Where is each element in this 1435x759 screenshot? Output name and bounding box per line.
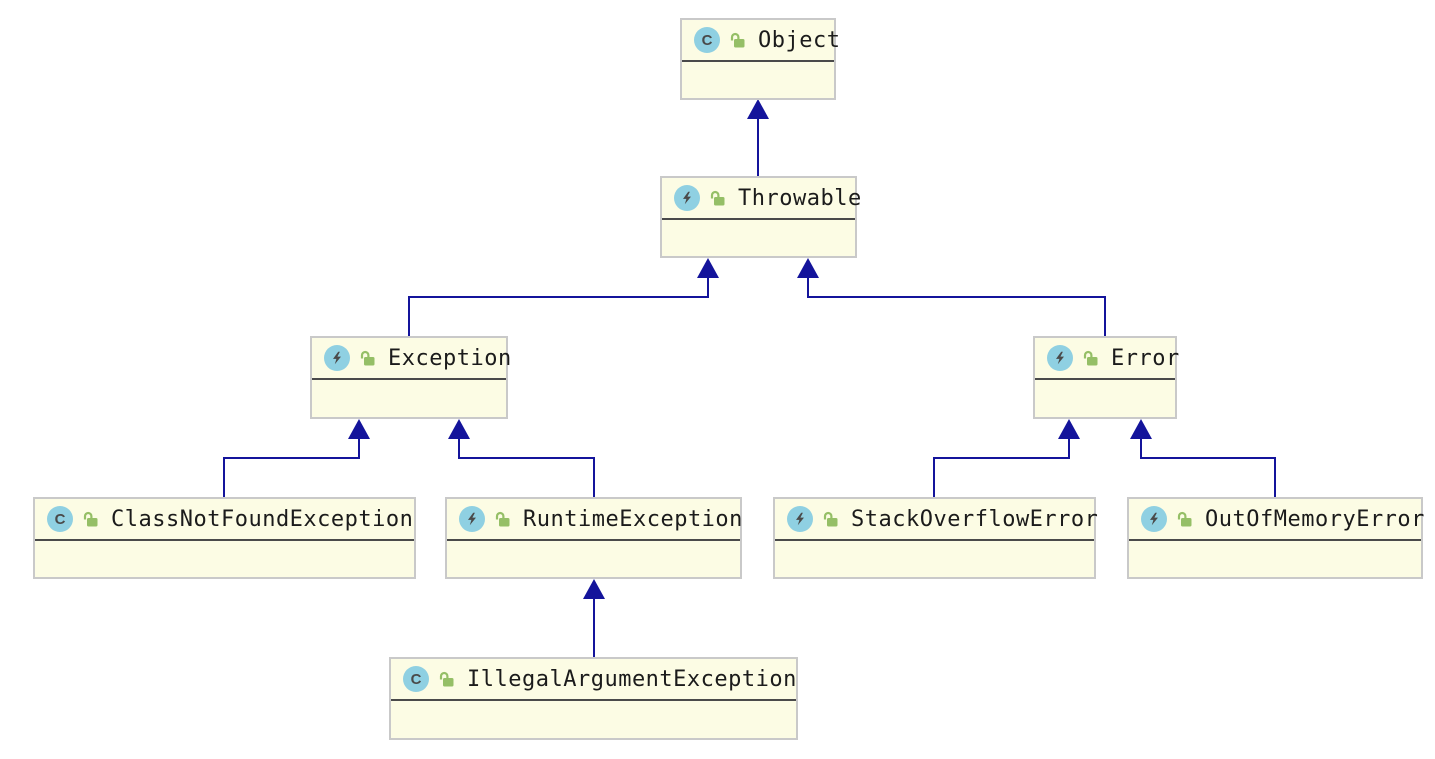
node-header: Error xyxy=(1035,338,1179,380)
exception-icon xyxy=(787,506,813,532)
exception-icon xyxy=(459,506,485,532)
node-members-section xyxy=(312,380,506,417)
class-name: Error xyxy=(1111,345,1180,371)
class-name: Object xyxy=(758,27,841,53)
node-header: C IllegalArgumentException xyxy=(391,659,796,701)
edge-stackoverflowerror-extends-error xyxy=(933,419,1080,497)
exception-icon xyxy=(324,345,350,371)
exception-icon xyxy=(674,185,700,211)
open-lock-icon xyxy=(495,511,510,527)
class-name: Exception xyxy=(388,345,512,371)
edge-runtimeexception-extends-exception xyxy=(448,419,595,497)
edge-throwable-extends-object xyxy=(747,99,769,176)
class-node-classnotfoundexception[interactable]: C ClassNotFoundException xyxy=(33,497,416,579)
class-name: ClassNotFoundException xyxy=(111,506,414,532)
class-icon: C xyxy=(694,27,720,53)
open-lock-icon xyxy=(360,350,375,366)
class-icon: C xyxy=(403,666,429,692)
node-members-section xyxy=(391,701,796,738)
edge-outofmemoryerror-extends-error xyxy=(1130,419,1276,497)
node-members-section xyxy=(35,541,414,577)
class-node-outofmemoryerror[interactable]: OutOfMemoryError xyxy=(1127,497,1424,579)
node-members-section xyxy=(682,62,834,98)
open-lock-icon xyxy=(1083,350,1098,366)
open-lock-icon xyxy=(710,190,725,206)
node-members-section xyxy=(1035,380,1175,417)
exception-icon xyxy=(1141,506,1167,532)
class-node-runtimeexception[interactable]: RuntimeException xyxy=(445,497,742,579)
class-name: StackOverflowError xyxy=(851,506,1099,532)
class-name: OutOfMemoryError xyxy=(1205,506,1425,532)
node-header: OutOfMemoryError xyxy=(1129,499,1424,541)
open-lock-icon xyxy=(730,32,745,48)
class-name: IllegalArgumentException xyxy=(467,666,797,692)
class-name: Throwable xyxy=(738,185,862,211)
class-icon: C xyxy=(47,506,73,532)
class-node-illegalargumentexception[interactable]: C IllegalArgumentException xyxy=(389,657,798,740)
node-header: C Object xyxy=(682,20,840,62)
node-header: StackOverflowError xyxy=(775,499,1098,541)
node-members-section xyxy=(447,541,740,577)
node-members-section xyxy=(775,541,1094,577)
node-members-section xyxy=(662,220,855,256)
open-lock-icon xyxy=(823,511,838,527)
class-node-error[interactable]: Error xyxy=(1033,336,1179,419)
node-members-section xyxy=(1129,541,1421,577)
class-node-stackoverflowerror[interactable]: StackOverflowError xyxy=(773,497,1098,579)
node-header: RuntimeException xyxy=(447,499,743,541)
node-header: Exception xyxy=(312,338,511,380)
open-lock-icon xyxy=(439,671,454,687)
class-name: RuntimeException xyxy=(523,506,743,532)
class-node-throwable[interactable]: Throwable xyxy=(660,176,861,258)
open-lock-icon xyxy=(1177,511,1192,527)
edge-classnotfoundexception-extends-exception xyxy=(223,419,370,497)
node-header: C ClassNotFoundException xyxy=(35,499,414,541)
edge-error-extends-throwable xyxy=(797,258,1106,336)
exception-icon xyxy=(1047,345,1073,371)
node-header: Throwable xyxy=(662,178,861,220)
edge-exception-extends-throwable xyxy=(408,258,719,336)
open-lock-icon xyxy=(83,511,98,527)
class-node-exception[interactable]: Exception xyxy=(310,336,511,419)
class-node-object[interactable]: C Object xyxy=(680,18,840,100)
edge-illegalargumentexception-extends-runtimeexception xyxy=(583,579,605,657)
